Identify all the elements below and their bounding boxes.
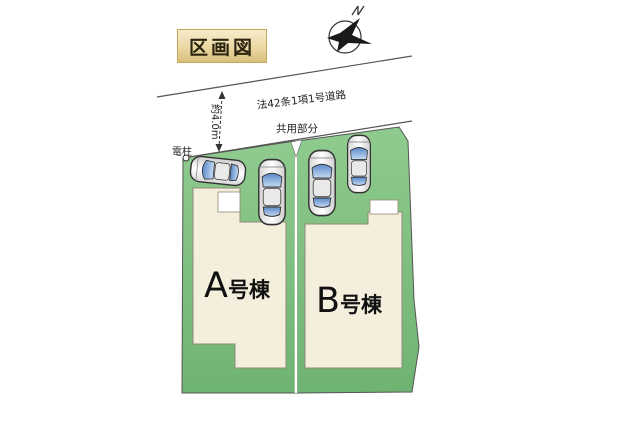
road-width-label: 約4.0m <box>209 104 220 140</box>
road-edge-upper <box>156 55 413 98</box>
car-icon <box>307 149 337 217</box>
building-b-label: B号棟 <box>316 281 382 321</box>
car-icon <box>257 158 287 226</box>
utility-pole-icon <box>182 154 190 162</box>
page-title: 区画図 <box>177 29 267 63</box>
building-a-letter: A <box>204 266 228 306</box>
car-icon <box>346 134 372 194</box>
shared-portion-wedge <box>290 139 303 158</box>
car-icon <box>188 154 248 188</box>
building-a-label: A号棟 <box>204 266 270 306</box>
porch-a <box>217 191 241 213</box>
shared-portion-label: 共用部分 <box>276 123 318 135</box>
porch-b <box>369 199 399 215</box>
building-b-suffix: 号棟 <box>340 293 383 317</box>
utility-pole-label: 電柱 <box>172 147 192 158</box>
building-b <box>304 211 403 369</box>
north-arrow-icon <box>327 5 372 54</box>
building-b-letter: B <box>316 281 341 321</box>
building-a-suffix: 号棟 <box>227 278 270 302</box>
road-width-dimension <box>215 91 226 152</box>
